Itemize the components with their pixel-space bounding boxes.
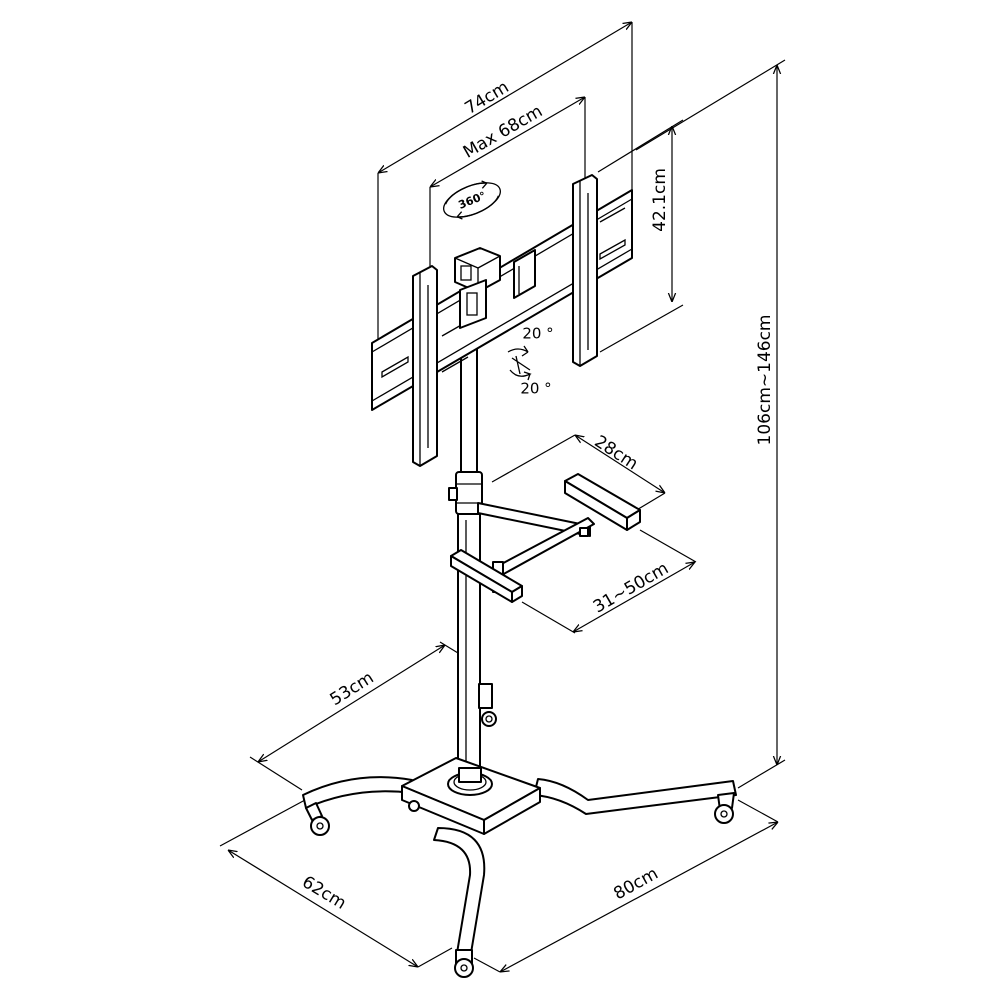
label-bracket-height: 42.1cm <box>650 168 670 232</box>
ext-line <box>219 799 306 847</box>
ext-line <box>737 759 786 789</box>
dimension-lines <box>219 22 786 973</box>
right-vertical-rail <box>572 174 598 367</box>
tilt-up-label: 20 ° <box>522 325 553 343</box>
shelf-bolt <box>579 527 589 537</box>
shelf-front-plate-side <box>511 585 523 603</box>
ext-line <box>473 957 501 973</box>
ext-line <box>521 601 576 634</box>
mount-edge <box>454 257 479 269</box>
ext-line <box>491 434 576 483</box>
left-caster-hub <box>316 822 324 830</box>
pole-knob-center <box>485 715 493 723</box>
rotation-360-badge: 360° <box>443 180 501 220</box>
shelf-upper-arm <box>477 502 591 537</box>
mount-slot <box>466 292 478 316</box>
rotate-arrow-icon <box>445 180 488 205</box>
left-caster-wheel <box>310 816 330 836</box>
front-leg <box>433 827 486 954</box>
mount-edge <box>477 255 501 269</box>
plate-slot <box>381 355 409 379</box>
shelf <box>450 473 641 603</box>
mount-window <box>460 265 472 281</box>
dim-line-base-depth <box>228 850 418 967</box>
tilt-indicator: 20 ° 20 ° <box>507 325 554 398</box>
right-caster-wheel <box>714 804 734 824</box>
front-caster-wheel <box>454 958 474 978</box>
rotation-badge-text: 360° <box>457 189 488 212</box>
left-leg <box>302 776 413 809</box>
ext-line <box>635 59 786 151</box>
dim-line-shelf-depth <box>575 435 665 493</box>
base-knob <box>408 800 420 812</box>
dim-line-leg-span <box>258 645 445 762</box>
tv-bracket <box>371 174 633 467</box>
pole-knob <box>481 711 497 727</box>
right-leg <box>533 778 737 815</box>
ext-line <box>417 947 453 968</box>
plate-slot <box>599 207 626 223</box>
pole-socket-stub <box>458 767 482 783</box>
plate-slot <box>441 356 469 373</box>
front-caster-hub <box>460 964 468 972</box>
label-shelf-height: 31~50cm <box>590 558 672 617</box>
tilt-arrow-icon <box>507 345 529 357</box>
tilt-down-label: 20 ° <box>520 380 551 398</box>
tilt-arrow-icon <box>509 369 532 381</box>
base-plate-side <box>483 787 541 835</box>
shelf-tray-side <box>564 480 628 531</box>
ext-line <box>737 799 779 823</box>
ext-line <box>599 304 684 353</box>
left-vertical-rail <box>412 265 438 467</box>
tilt-pivot-icon <box>511 355 531 375</box>
collar-knob <box>448 487 458 501</box>
label-width-total: 74cm <box>461 77 512 119</box>
pole <box>448 299 497 777</box>
dim-line-width-max <box>430 97 585 187</box>
ext-line <box>639 529 697 563</box>
ext-line <box>439 641 459 654</box>
label-base-depth: 62cm <box>298 872 349 914</box>
label-shelf-depth: 28cm <box>591 432 642 475</box>
ext-line <box>597 119 684 173</box>
rotate-arrow-icon <box>456 195 499 220</box>
dim-line-shelf-height <box>573 562 695 632</box>
base <box>302 757 737 978</box>
ext-line <box>249 756 303 791</box>
right-caster-hub <box>720 810 728 818</box>
cable-clip <box>478 683 493 709</box>
mount-plate <box>459 279 487 329</box>
dim-line-base-width <box>500 822 778 972</box>
left-caster-bracket <box>305 802 323 821</box>
plate-slot <box>599 238 626 261</box>
label-total-height: 106cm~146cm <box>755 315 775 446</box>
